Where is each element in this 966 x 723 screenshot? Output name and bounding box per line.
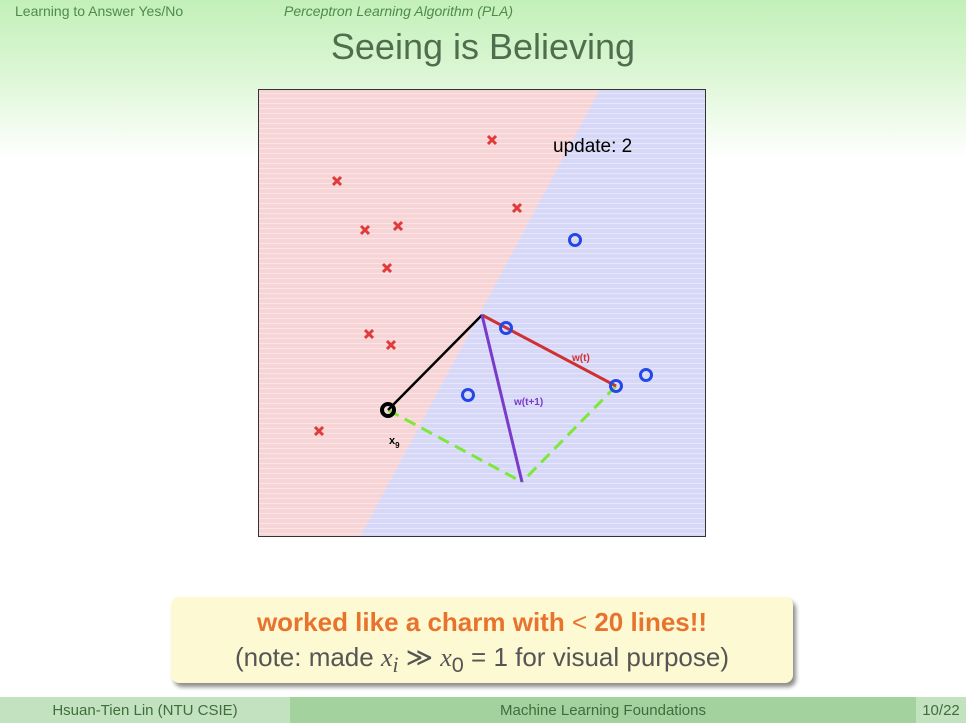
- circle-icon: [639, 368, 653, 382]
- footer-course: Machine Learning Foundations: [290, 697, 916, 723]
- cross-icon: [385, 339, 397, 351]
- section-title: Learning to Answer Yes/No: [15, 3, 184, 19]
- circle-icon: [568, 233, 582, 247]
- footer-page-number: 10/22: [916, 697, 966, 723]
- cross-icon: [363, 328, 375, 340]
- pla-plot: update: 2 w(t) w(t+1) x9: [258, 89, 706, 537]
- plot-frame: [258, 89, 706, 537]
- circle-icon: [461, 388, 475, 402]
- footer: Hsuan-Tien Lin (NTU CSIE) Machine Learni…: [0, 697, 966, 723]
- cross-icon: [392, 220, 404, 232]
- subsection-title: Perceptron Learning Algorithm (PLA): [284, 3, 514, 19]
- slide-title: Seeing is Believing: [330, 26, 636, 67]
- callout-note: (note: made xi ≫ x0 = 1 for visual purpo…: [234, 642, 730, 678]
- negative-points: [313, 134, 523, 437]
- x9-label: x9: [389, 435, 400, 450]
- x9-vector: [387, 314, 483, 411]
- callout-box: worked like a charm with < 20 lines!! (n…: [171, 597, 793, 683]
- circle-icon: [609, 379, 623, 393]
- update-label: update: 2: [553, 136, 632, 157]
- cross-icon: [486, 134, 498, 146]
- w-t1-label: w(t+1): [513, 397, 543, 408]
- cross-icon: [381, 262, 393, 274]
- x9-point-icon: [380, 402, 396, 418]
- circle-icon: [499, 321, 513, 335]
- cross-icon: [331, 175, 343, 187]
- w-t-label: w(t): [571, 353, 590, 364]
- vector-sum-guides: [387, 384, 618, 484]
- positive-points: [461, 233, 653, 402]
- callout-headline: worked like a charm with < 20 lines!!: [256, 607, 708, 637]
- cross-icon: [511, 202, 523, 214]
- w-t-vector: [481, 313, 617, 388]
- cross-icon: [359, 224, 371, 236]
- footer-author: Hsuan-Tien Lin (NTU CSIE): [0, 697, 290, 723]
- w-t1-vector: [480, 314, 524, 483]
- cross-icon: [313, 425, 325, 437]
